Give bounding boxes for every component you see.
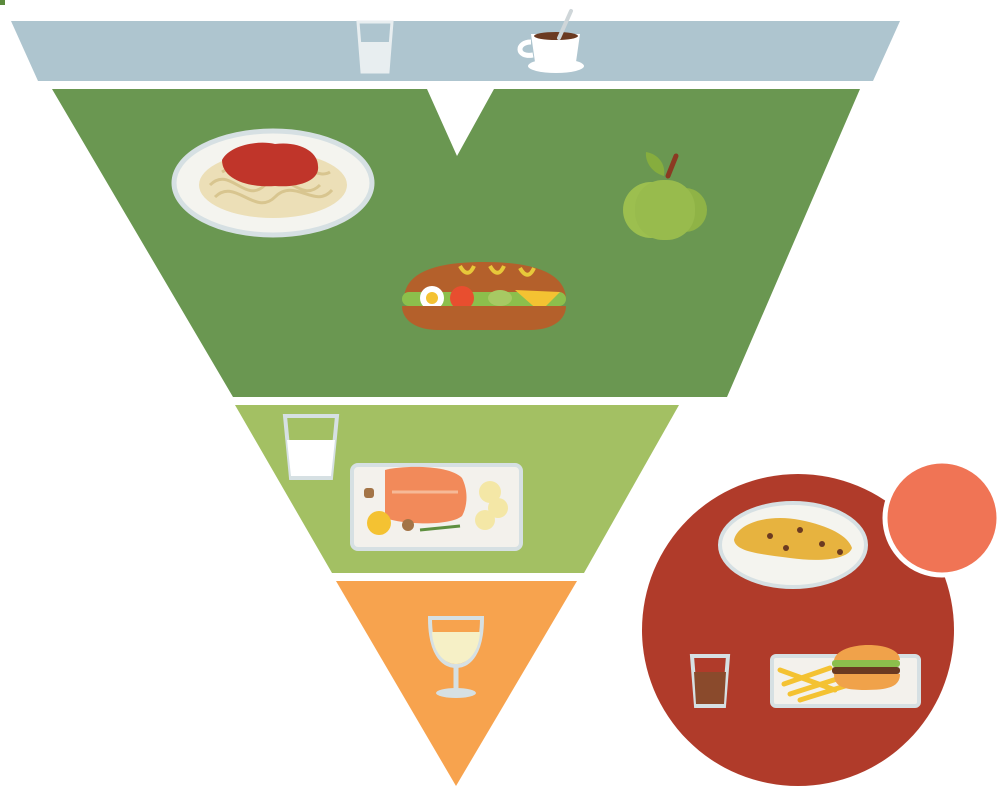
- fish-plate-icon: [350, 463, 523, 551]
- tier-treats-alcohol: [336, 581, 577, 786]
- tier-dairy-protein: [235, 405, 679, 573]
- extras-circle: [642, 458, 997, 786]
- burger-fries-tray-icon: [770, 645, 921, 708]
- tier-beverages: [11, 9, 900, 81]
- water-glass-icon: [356, 20, 394, 74]
- tier-grains-band: [52, 89, 860, 397]
- milk-glass-icon: [282, 414, 340, 480]
- extras-accent-circle: [882, 458, 997, 578]
- coffee-cup-icon: [517, 9, 584, 73]
- tier-grains-fruit-veg: [52, 89, 860, 397]
- spaghetti-plate-icon: [171, 128, 375, 238]
- apple-icon: [623, 152, 707, 240]
- sandwich-icon: [402, 262, 566, 330]
- wine-glass-icon: [427, 616, 485, 698]
- burrito-plate-icon: [718, 501, 868, 589]
- brand-mark: [0, 0, 5, 5]
- cola-glass-icon: [689, 654, 731, 708]
- tier-beverages-band: [11, 21, 900, 81]
